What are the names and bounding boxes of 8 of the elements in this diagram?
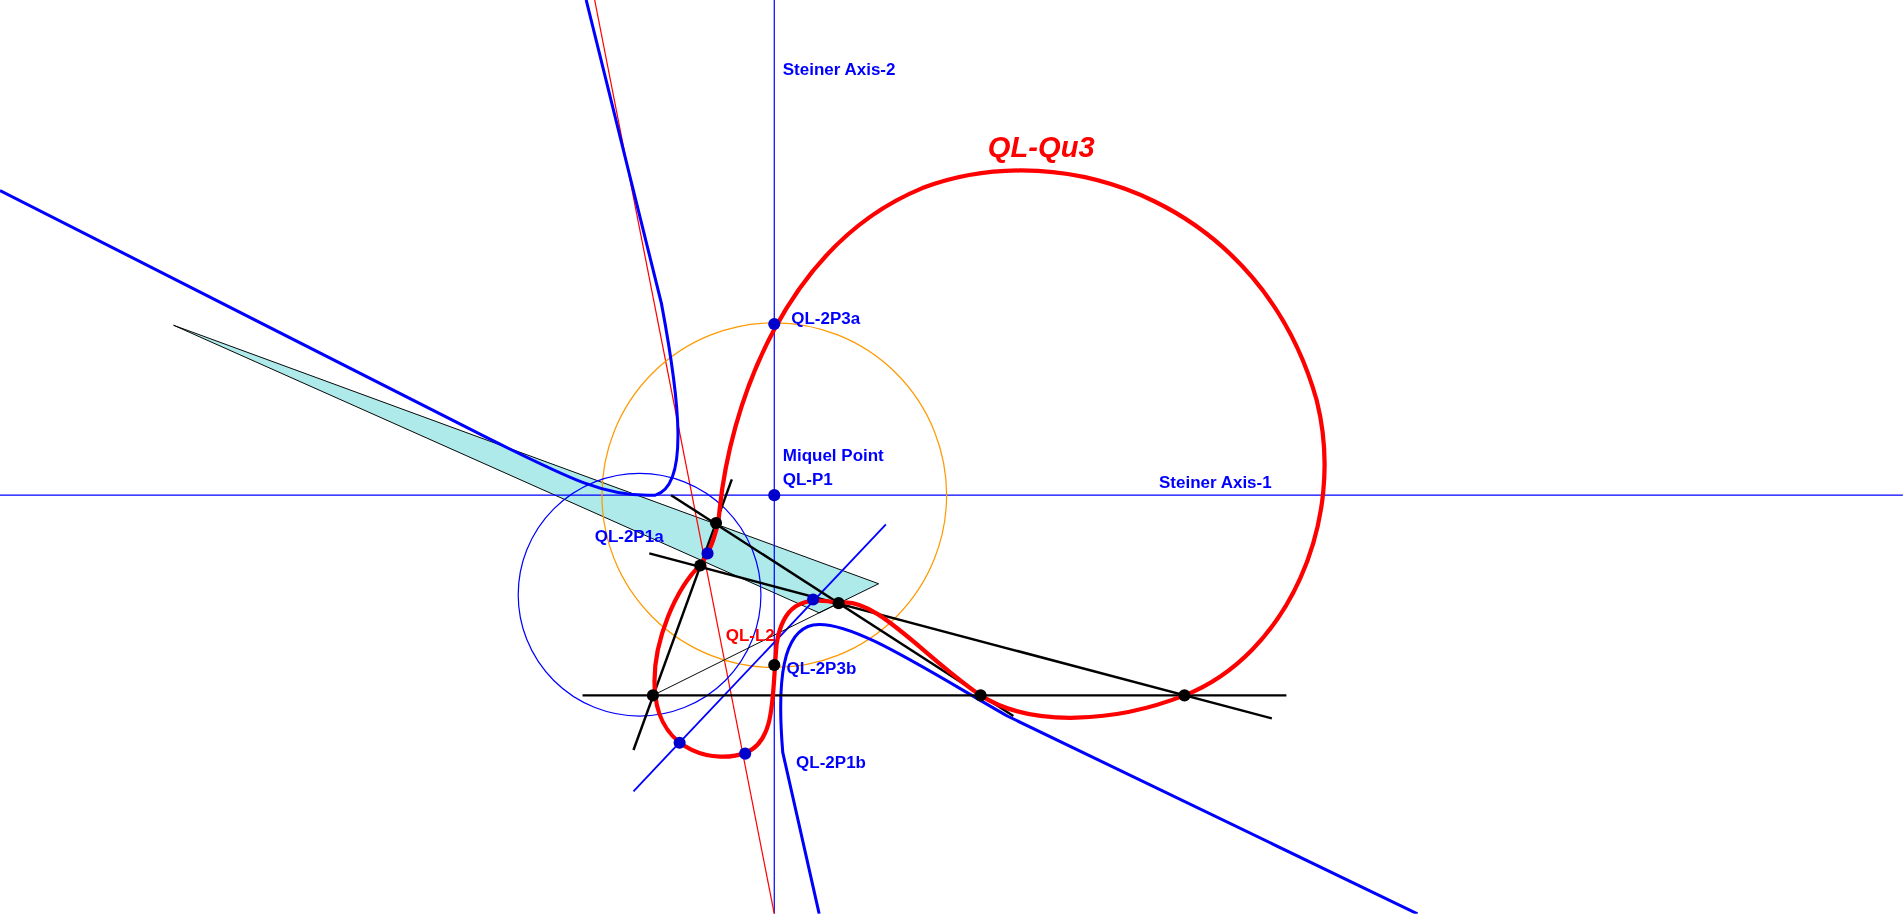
axis-label: Steiner Axis-2 <box>782 59 896 79</box>
curve-label: QL-Qu3 <box>987 131 1095 163</box>
axis-label: Steiner Axis-1 <box>1159 472 1272 492</box>
point-label: QL-2P3b <box>786 657 857 678</box>
point-label: Miquel Point <box>782 445 884 465</box>
point-label: QL-2P1b <box>796 752 866 772</box>
point-label: QL-P1 <box>782 469 833 490</box>
point-label: QL-2P3a <box>791 308 861 328</box>
